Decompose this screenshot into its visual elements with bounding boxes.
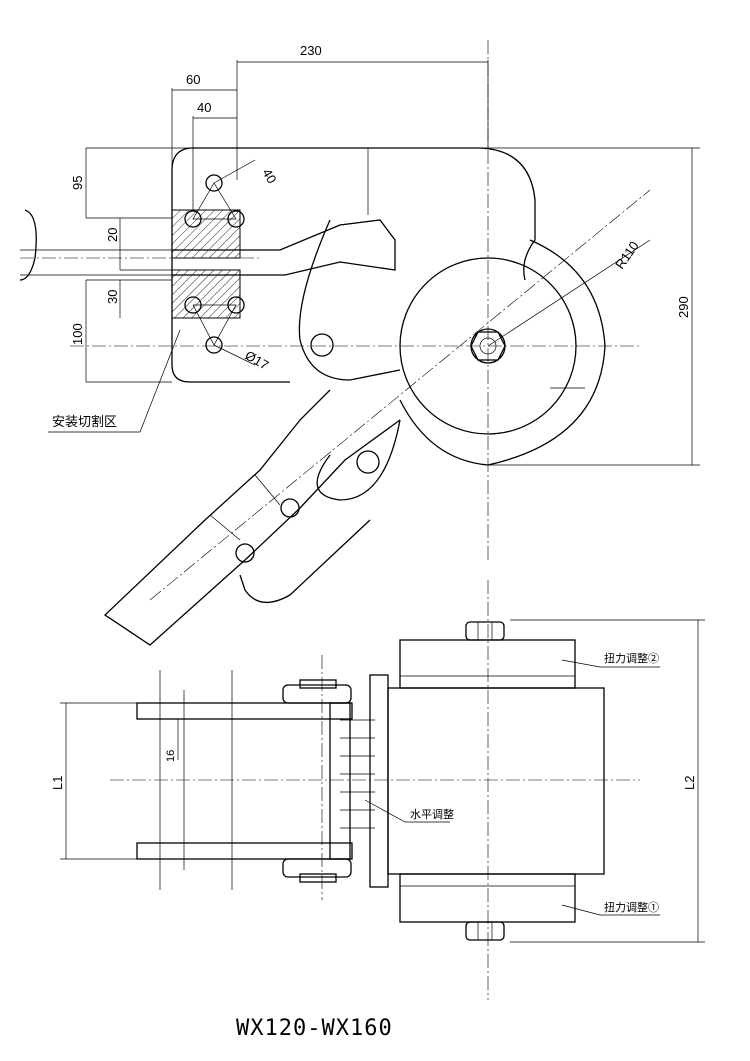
- dim-20: 20: [105, 228, 120, 242]
- swing-arm-outer: [103, 389, 401, 646]
- dim-phi17: Ø17: [243, 348, 272, 373]
- dim-290: 290: [676, 296, 691, 318]
- cut-zone-leader: [48, 329, 181, 433]
- pivot-link: [298, 219, 401, 381]
- arm-plate-bottom: [136, 842, 353, 860]
- housing-body: [387, 687, 605, 875]
- arm-hole: [356, 450, 380, 474]
- hole-pattern-line: [192, 182, 237, 220]
- roller-outer-rim: [399, 239, 606, 466]
- pivot-hole: [310, 333, 334, 357]
- hub-nut: [470, 331, 506, 361]
- swing-arm-end: [316, 419, 401, 501]
- pivot-nut-top: [299, 679, 337, 689]
- cut-zone-lower: [171, 269, 241, 319]
- dim-60: 60: [186, 72, 200, 87]
- horizontal-adjust-leader: [364, 799, 450, 823]
- arm-hole: [235, 543, 255, 563]
- torque-adjust-1-label: 扭力调整①: [604, 900, 659, 914]
- pivot-nut-bottom: [299, 873, 337, 883]
- install-cut-zone-label: 安装切割区: [52, 414, 117, 429]
- pin-stack: [329, 702, 351, 860]
- bracket-plate-outline: [171, 147, 536, 383]
- hole-leader: [213, 344, 256, 366]
- cut-zone-upper: [171, 209, 241, 259]
- torque-adjust-2-label: 扭力调整②: [604, 651, 659, 665]
- arm-break-left: [19, 209, 37, 281]
- dim-100: 100: [70, 323, 85, 345]
- diagonal-centerline: [149, 189, 651, 601]
- hole-pattern-line: [192, 304, 237, 346]
- dim-40-top: 40: [197, 100, 211, 115]
- bottom-view: L1 16 L2 扭力调整② 扭力调整① 水平调整: [50, 580, 705, 1000]
- drawing-title: WX120-WX160: [236, 1016, 393, 1041]
- torque-block-top: [399, 639, 576, 689]
- swing-arm-lower: [239, 519, 371, 603]
- dim-40-diag: 40: [259, 166, 279, 186]
- top-view: 230 60 40 40 95 20 30 100 290 R110 Ø17 安…: [19, 40, 700, 646]
- dim-L2: L2: [682, 776, 697, 790]
- torque1-leader: [561, 904, 660, 916]
- arm-hole: [280, 498, 300, 518]
- dim-95: 95: [70, 176, 85, 190]
- arm-section-line: [209, 514, 241, 541]
- housing-flange: [369, 674, 389, 888]
- torque2-leader: [561, 659, 660, 668]
- hub-bore: [479, 337, 497, 355]
- torque-bolt-bottom: [465, 921, 505, 941]
- mount-hole: [205, 336, 223, 354]
- radius-leader: [487, 239, 651, 347]
- dim-16: 16: [165, 750, 177, 762]
- horizontal-adjust-label: 水平调整: [410, 807, 454, 821]
- pivot-bolt-top: [282, 684, 352, 704]
- dim-30: 30: [105, 290, 120, 304]
- pivot-bolt-bottom: [282, 858, 352, 878]
- roller-wheel: [399, 257, 577, 435]
- dim-230: 230: [300, 43, 322, 58]
- arm-section-line: [254, 474, 281, 506]
- torque-bolt-top: [465, 621, 505, 641]
- mount-hole: [205, 174, 223, 192]
- arm-body: [172, 219, 396, 276]
- torque-block-bottom: [399, 873, 576, 923]
- dim-r110: R110: [612, 238, 642, 271]
- dim-L1: L1: [50, 776, 65, 790]
- arm-plate-top: [136, 702, 353, 720]
- dim-40-leader: [213, 159, 256, 184]
